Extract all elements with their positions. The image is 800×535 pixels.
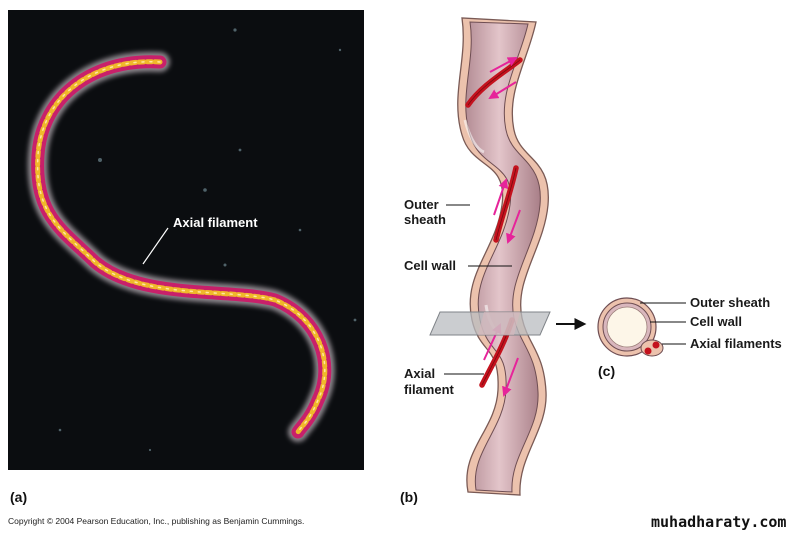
cross-section-diagram xyxy=(597,297,664,357)
panel-c-label: (c) xyxy=(598,363,615,379)
panel-b-label: (b) xyxy=(400,489,418,505)
spirochete-drawing xyxy=(429,17,551,496)
axial-filament-dot-2 xyxy=(652,341,660,349)
axial-filament-label-b-line2: filament xyxy=(404,382,455,397)
cytoplasm-circle xyxy=(606,306,648,348)
motion-arrow-6 xyxy=(502,357,519,397)
filament-pocket xyxy=(640,339,664,357)
motion-arrow-3 xyxy=(493,178,509,216)
micrograph-debris xyxy=(58,28,357,452)
cell-wall-label-b: Cell wall xyxy=(404,258,456,273)
outer-sheath-label-b-line2: sheath xyxy=(404,212,446,227)
axial-filament-dot-1 xyxy=(644,347,652,355)
axial-filaments-label-c: Axial filaments xyxy=(690,336,782,351)
outer-sheath-label-c: Outer sheath xyxy=(690,295,770,310)
outer-sheath-label-b-line1: Outer xyxy=(404,197,439,212)
panel-c-labels: Outer sheath Cell wall Axial filaments xyxy=(640,295,782,351)
watermark: muhadharaty.com xyxy=(651,513,786,531)
motion-arrow-2 xyxy=(488,81,517,100)
micrograph-panel: Axial filament xyxy=(8,10,364,470)
axial-filament-label-b-line1: Axial xyxy=(404,366,435,381)
motion-arrow-1 xyxy=(489,57,518,73)
spirochete xyxy=(27,51,335,442)
copyright-notice: Copyright © 2004 Pearson Education, Inc.… xyxy=(8,516,304,526)
cell-wall-label-c: Cell wall xyxy=(690,314,742,329)
panel-a-label: (a) xyxy=(10,489,27,505)
motion-arrow-4 xyxy=(506,209,521,244)
axial-filament-pointer-a xyxy=(142,227,169,265)
panel-b-labels: Outer sheath Cell wall Axial filament xyxy=(404,197,512,397)
axial-filament-label-a: Axial filament xyxy=(173,215,258,230)
